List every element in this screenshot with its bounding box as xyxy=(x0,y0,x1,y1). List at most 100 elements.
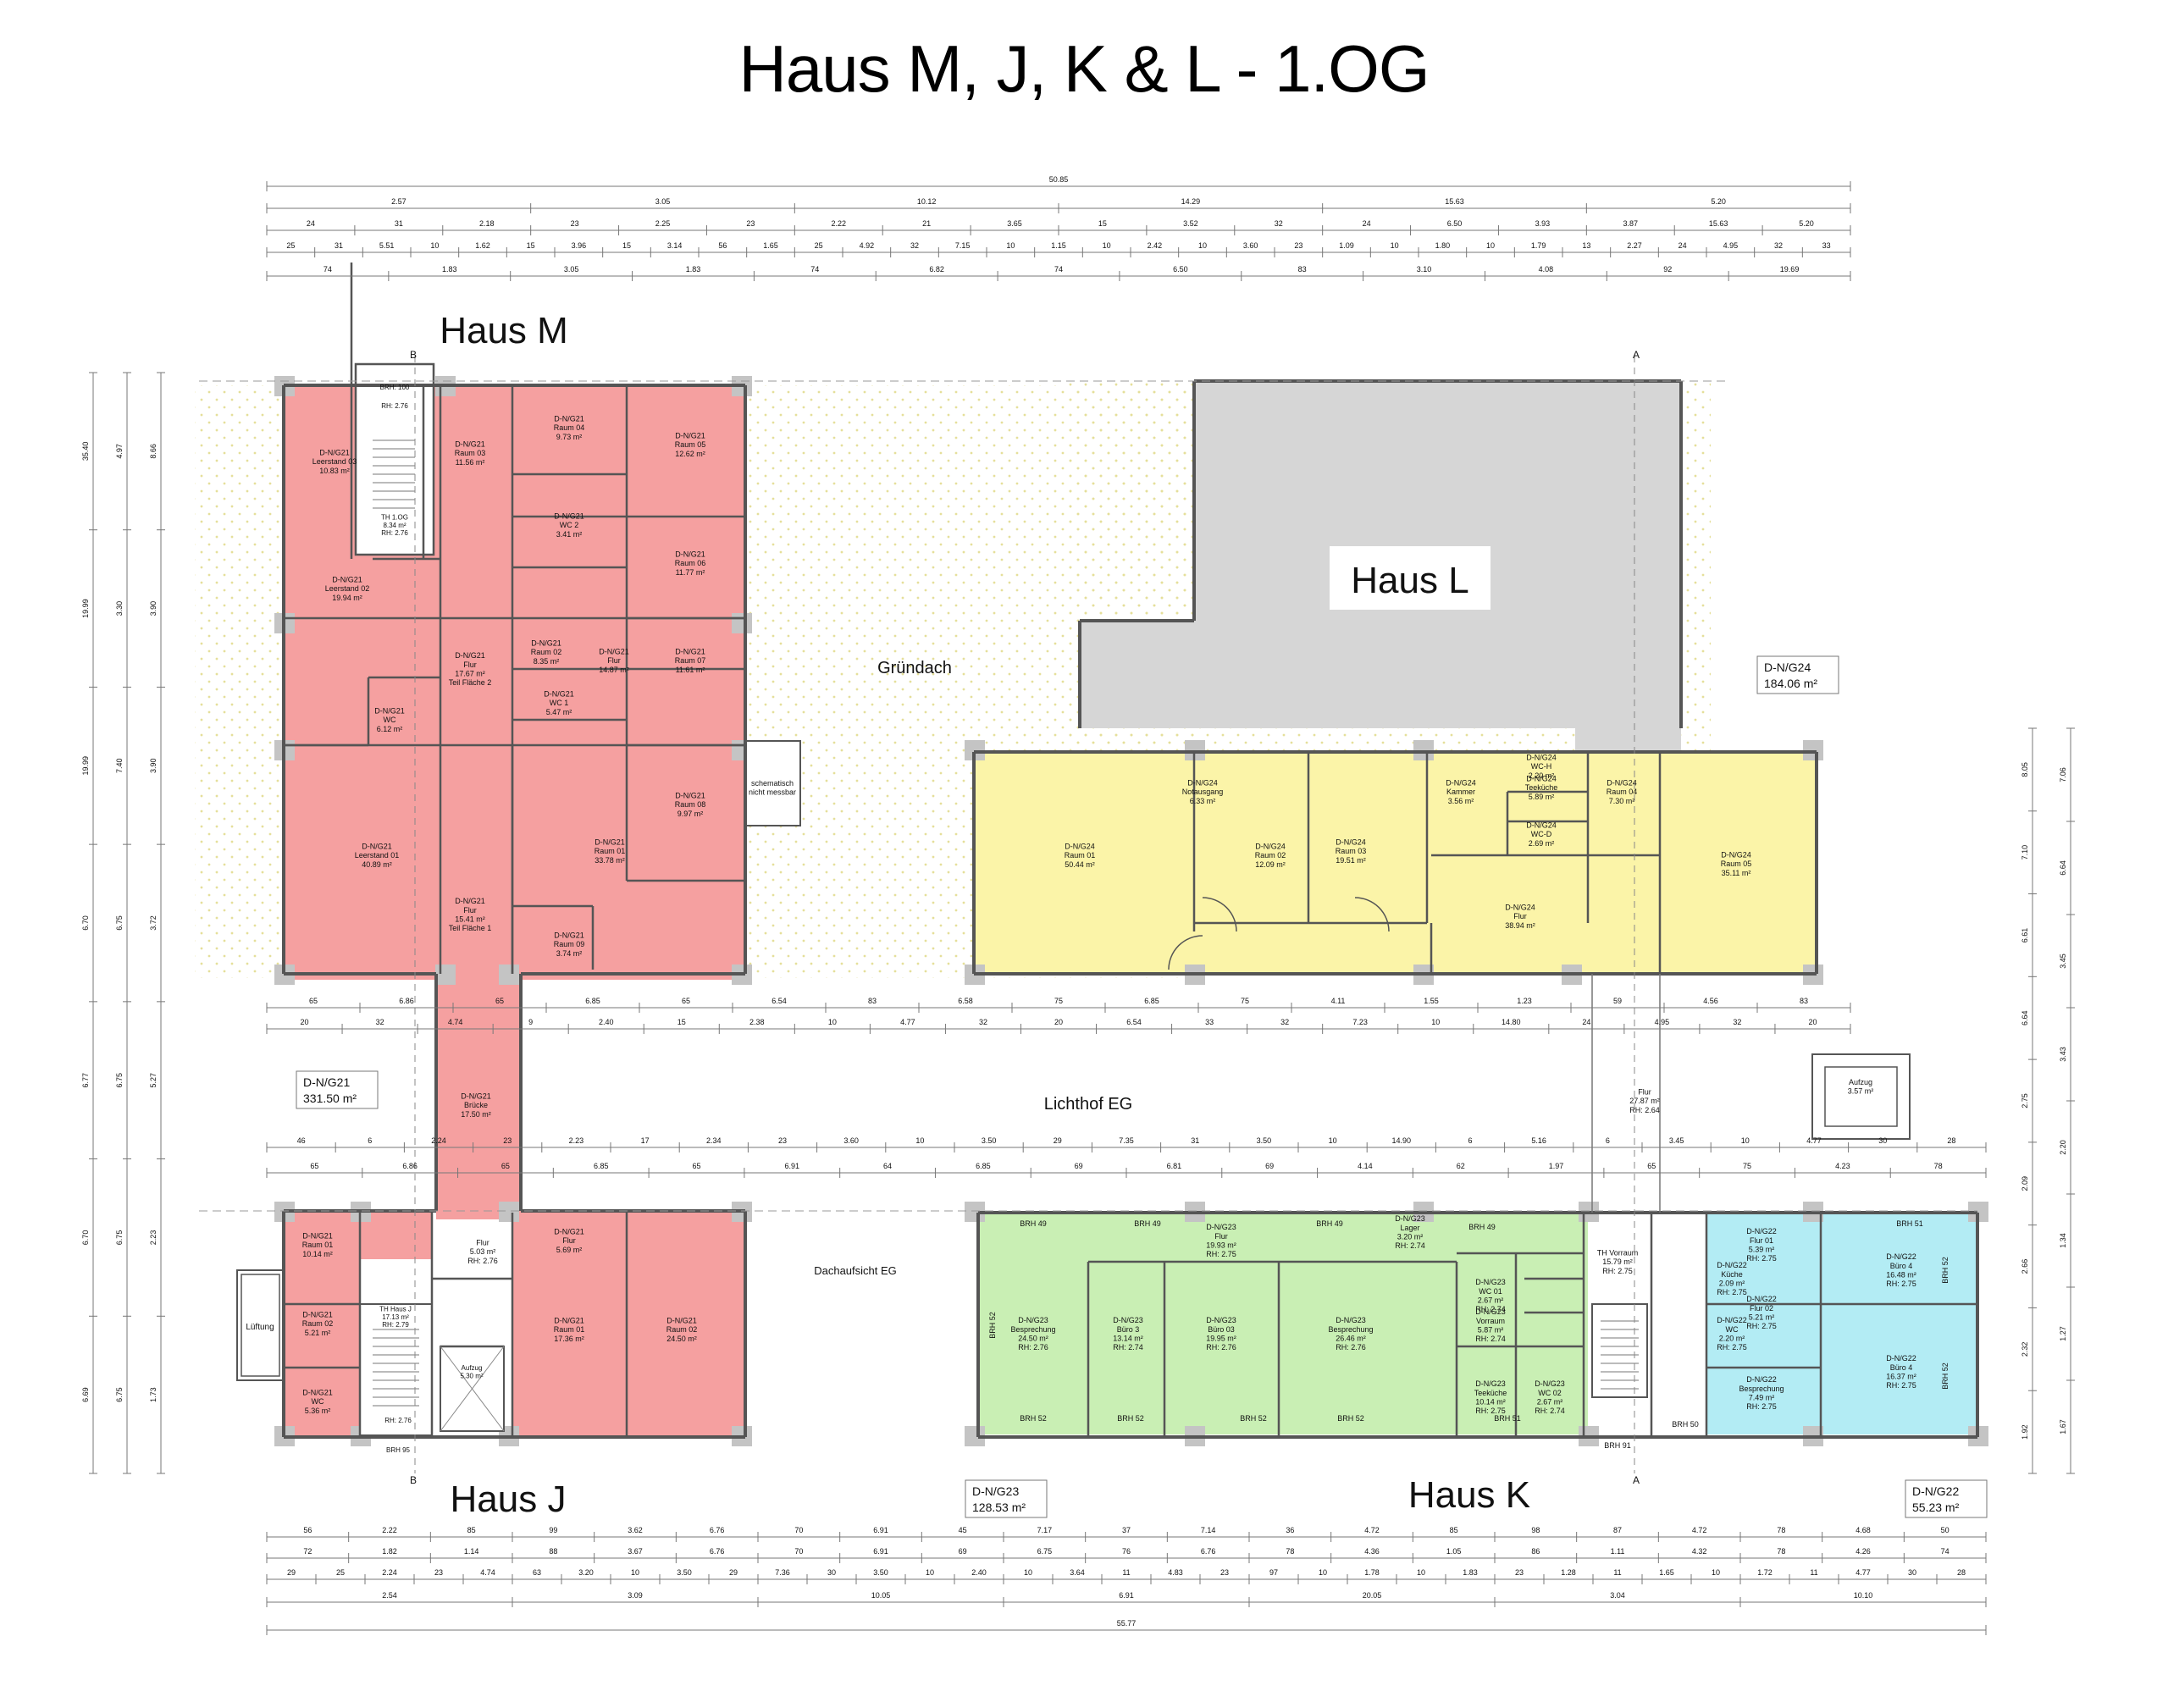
room-k-line: D-N/G22 xyxy=(1746,1375,1777,1384)
aufzug-diag xyxy=(440,1346,505,1432)
brh-label: BRH 49 xyxy=(1134,1219,1161,1228)
room-k-line: RH: 2.75 xyxy=(1717,1288,1747,1296)
dim-bottom-label: 23 xyxy=(1515,1568,1524,1577)
dim-bottom-label: 4.26 xyxy=(1856,1547,1871,1556)
unit-g23-area: 128.53 m² xyxy=(972,1501,1026,1514)
dim-left-label: 19.99 xyxy=(81,756,90,776)
dim-bottom-label: 69 xyxy=(959,1547,967,1556)
unit-g24-box xyxy=(1756,655,1839,694)
room-j-line: 5.36 m² xyxy=(305,1407,331,1415)
room-m-line: 15.41 m² xyxy=(455,915,485,923)
dim-left-label: 7.40 xyxy=(115,759,124,774)
dim-top-label: 10 xyxy=(430,241,439,250)
dim-bottom-label: 7.36 xyxy=(775,1568,790,1577)
room-k-line: Büro 03 xyxy=(1208,1325,1235,1334)
dim-top-label: 2.22 xyxy=(832,219,847,228)
dim-top-label: 2.57 xyxy=(391,197,406,206)
dim-left-label: 4.97 xyxy=(115,444,124,459)
room-m-line: Raum 06 xyxy=(675,559,706,567)
unit-g21-j-left xyxy=(284,1213,360,1437)
dim-bottom-label: 78 xyxy=(1286,1547,1294,1556)
lichthof-label: Lichthof EG xyxy=(1044,1095,1133,1114)
dim-bottom-label: 4.32 xyxy=(1692,1547,1707,1556)
dim-bottom-label: 10 xyxy=(1024,1568,1032,1577)
dim-mid-label: 6.85 xyxy=(585,997,600,1005)
dim-mid-label: 6 xyxy=(1606,1136,1610,1145)
dim-top-label: 74 xyxy=(810,265,819,274)
dim-bottom-label: 23 xyxy=(434,1568,443,1577)
room-l-line: D-N/G24 xyxy=(1187,779,1218,788)
plan-title: Haus M, J, K & L - 1.OG xyxy=(738,31,1430,106)
section-mark-b-top: B xyxy=(410,349,417,361)
room-m-line: Flur xyxy=(463,906,477,915)
dim-top-label: 15 xyxy=(527,241,535,250)
room-k-line: 2.20 m² xyxy=(1719,1334,1745,1342)
th-m-label-line: 8.34 m² xyxy=(383,522,406,529)
dim-right-label: 1.27 xyxy=(2059,1326,2067,1341)
dim-bottom-label: 4.83 xyxy=(1168,1568,1183,1577)
room-k-line: D-N/G23 xyxy=(1475,1379,1506,1388)
room-k-line: RH: 2.75 xyxy=(1475,1407,1506,1415)
room-k-line: RH: 2.75 xyxy=(1746,1402,1777,1411)
room-m-line: D-N/G21 xyxy=(362,843,392,851)
room-k-line: 2.67 m² xyxy=(1478,1296,1504,1304)
dim-left-label: 3.30 xyxy=(115,601,124,616)
room-k-line: D-N/G23 xyxy=(1336,1316,1366,1324)
room-l-line: 3.56 m² xyxy=(1448,797,1474,805)
room-k-line: RH: 2.75 xyxy=(1886,1280,1916,1288)
dim-bottom-label: 3.64 xyxy=(1070,1568,1085,1577)
room-l-line: Kammer xyxy=(1446,788,1475,796)
dim-bottom-label: 85 xyxy=(467,1526,476,1534)
dim-mid-label: 23 xyxy=(778,1136,787,1145)
dim-mid-label: 65 xyxy=(682,997,690,1005)
dim-bottom-label: 97 xyxy=(1269,1568,1278,1577)
room-k-line: 13.14 m² xyxy=(1113,1334,1143,1342)
dim-mid-label: 2.24 xyxy=(431,1136,446,1145)
dim-top-label: 10.12 xyxy=(917,197,937,206)
room-k-line: Büro 4 xyxy=(1890,1363,1913,1372)
dim-top-label: 92 xyxy=(1663,265,1672,274)
dim-bottom-label: 10 xyxy=(1319,1568,1327,1577)
dim-bottom-label: 11 xyxy=(1122,1568,1130,1577)
dim-mid-label: 64 xyxy=(883,1162,892,1170)
haus-j-label: Haus J xyxy=(451,1479,567,1520)
dim-top-label: 3.96 xyxy=(572,241,587,250)
dim-mid-label: 10 xyxy=(828,1018,837,1026)
dim-bottom-label: 23 xyxy=(1220,1568,1229,1577)
room-j-line: D-N/G21 xyxy=(302,1389,333,1397)
dim-mid-label: 4.14 xyxy=(1358,1162,1373,1170)
dim-top-label: 24 xyxy=(307,219,315,228)
dim-bottom-label: 25 xyxy=(336,1568,345,1577)
room-m-line: 3.74 m² xyxy=(556,949,583,958)
room-m-line: Raum 07 xyxy=(675,656,706,665)
dim-bottom-label: 10 xyxy=(1417,1568,1425,1577)
dim-bottom-label: 1.82 xyxy=(382,1547,397,1556)
dim-bottom-label: 10 xyxy=(631,1568,639,1577)
room-k-line: RH: 2.75 xyxy=(1886,1381,1916,1390)
room-m-line: D-N/G21 xyxy=(374,707,405,716)
dim-bottom-label: 4.72 xyxy=(1692,1526,1707,1534)
dim-mid-label: 2.40 xyxy=(599,1018,614,1026)
room-k-line: D-N/G22 xyxy=(1717,1261,1747,1269)
dim-bottom-label: 6.91 xyxy=(873,1547,888,1556)
dim-mid-label: 6 xyxy=(368,1136,372,1145)
unit-g24-area: 184.06 m² xyxy=(1764,677,1817,690)
room-j-line: 10.14 m² xyxy=(302,1250,333,1258)
room-k-line: D-N/G23 xyxy=(1206,1316,1236,1324)
dim-right-label: 2.66 xyxy=(2021,1259,2029,1274)
dim-bottom-label: 7.17 xyxy=(1037,1526,1053,1534)
room-m-line: WC 2 xyxy=(560,521,579,529)
room-j-line: Flur xyxy=(562,1236,576,1245)
dim-bottom-label: 87 xyxy=(1613,1526,1622,1534)
lueftung-label: Lüftung xyxy=(246,1323,274,1332)
room-k-line: RH: 2.76 xyxy=(1336,1343,1366,1351)
room-k-line: 2.67 m² xyxy=(1537,1397,1563,1406)
stair-j xyxy=(359,1303,433,1436)
flur-k-label-line: Flur xyxy=(1638,1088,1651,1097)
dim-right-label: 3.43 xyxy=(2059,1047,2067,1062)
aufzug-j-label-line: Aufzug xyxy=(462,1364,483,1372)
dim-bottom-label: 6.91 xyxy=(1119,1591,1134,1600)
dim-left-label: 3.90 xyxy=(149,601,158,616)
dim-top-label: 2.27 xyxy=(1627,241,1642,250)
dim-top-label: 1.15 xyxy=(1051,241,1066,250)
